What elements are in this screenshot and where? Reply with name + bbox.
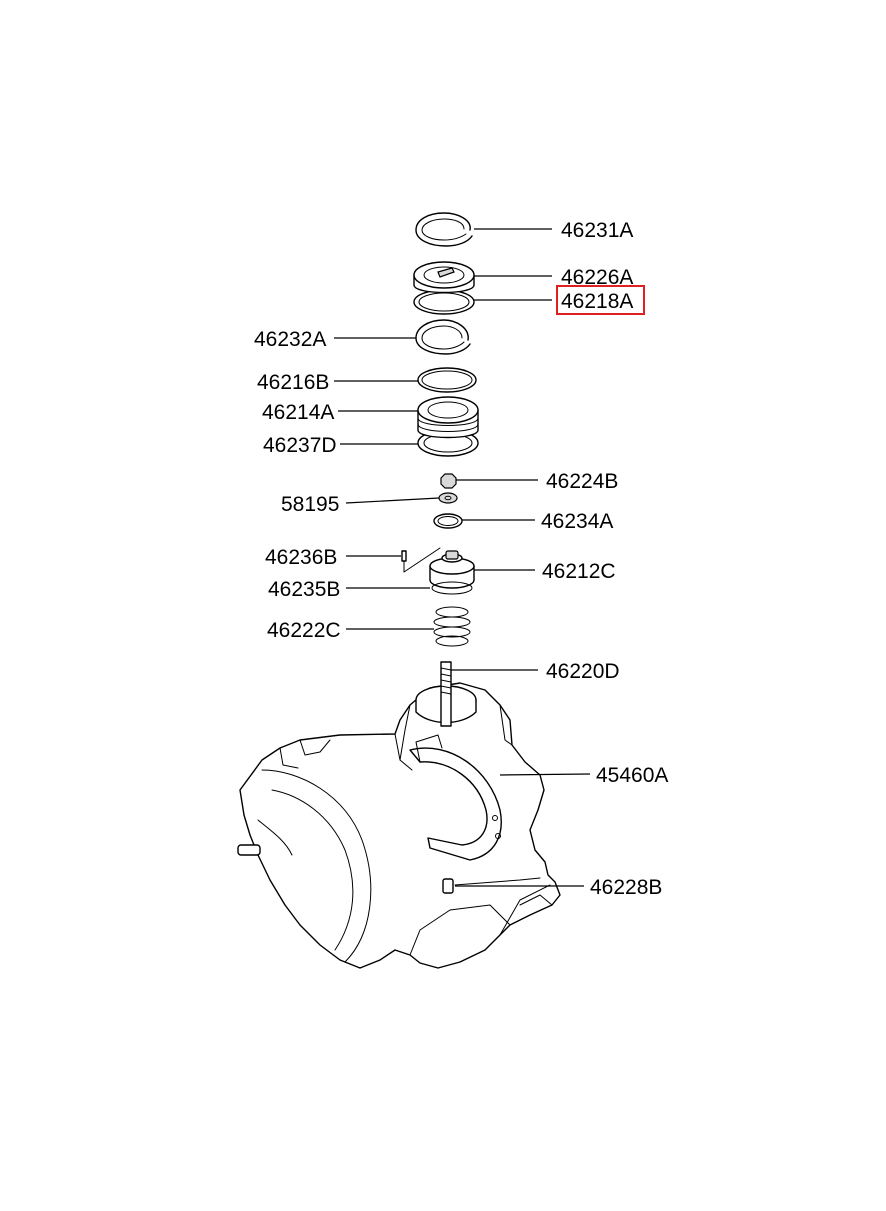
highlight-box <box>556 285 645 315</box>
callout-46214A[interactable]: 46214A <box>262 401 334 424</box>
callout-46224B[interactable]: 46224B <box>546 470 618 493</box>
callout-58195[interactable]: 58195 <box>281 493 339 516</box>
callout-46220D[interactable]: 46220D <box>546 660 620 683</box>
washer-58195 <box>438 492 458 504</box>
piston-46212C <box>429 550 475 595</box>
cover-46226A <box>413 261 475 294</box>
callout-46231A[interactable]: 46231A <box>561 219 633 242</box>
seal-46218A <box>413 289 475 315</box>
callout-labels: 46231A 46226A 46218A 46232A 46216B 46214… <box>254 219 668 899</box>
piston-46214A <box>417 396 479 439</box>
dowel-46228B <box>442 878 454 894</box>
callout-46218A[interactable]: 46218A <box>561 290 633 313</box>
callout-46232A[interactable]: 46232A <box>254 328 326 351</box>
callout-46228B[interactable]: 46228B <box>590 876 662 899</box>
leader-lines <box>334 228 591 887</box>
transmission-housing <box>237 682 561 969</box>
ring-46216B <box>417 367 477 393</box>
pin-46236B <box>401 547 441 573</box>
callout-46237D[interactable]: 46237D <box>263 434 337 457</box>
oring-46234A <box>433 513 463 529</box>
callout-46236B[interactable]: 46236B <box>265 546 337 569</box>
callout-46235B[interactable]: 46235B <box>268 578 340 601</box>
nut-46224B <box>440 473 457 489</box>
callout-45460A[interactable]: 45460A <box>596 764 668 787</box>
spring-46222C <box>433 606 471 647</box>
callout-46216B[interactable]: 46216B <box>257 371 329 394</box>
piston-rod-46220D <box>415 661 477 727</box>
callout-46234A[interactable]: 46234A <box>541 510 613 533</box>
callout-46226A[interactable]: 46226A <box>561 266 633 289</box>
snap-ring-46231A <box>415 212 473 247</box>
callout-46222C[interactable]: 46222C <box>267 619 341 642</box>
snap-ring-46232A <box>415 319 471 355</box>
callout-46212C[interactable]: 46212C <box>542 560 616 583</box>
brake-band-45460A <box>409 734 502 861</box>
